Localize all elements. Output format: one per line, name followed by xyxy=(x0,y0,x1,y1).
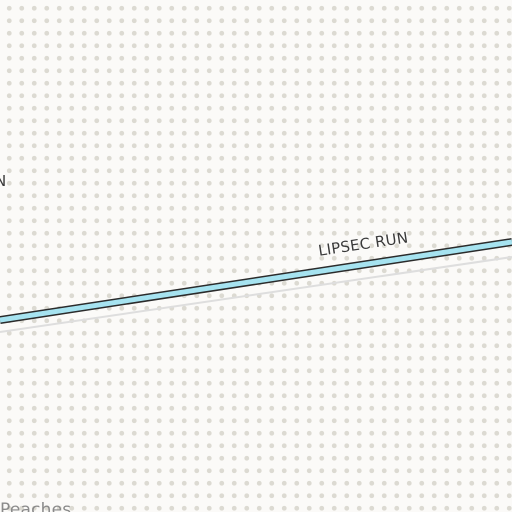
road-label-partial: N xyxy=(0,172,7,190)
lipsec-run-road[interactable] xyxy=(0,239,512,323)
place-label: Peaches xyxy=(0,500,72,512)
secondary-path xyxy=(0,256,512,333)
